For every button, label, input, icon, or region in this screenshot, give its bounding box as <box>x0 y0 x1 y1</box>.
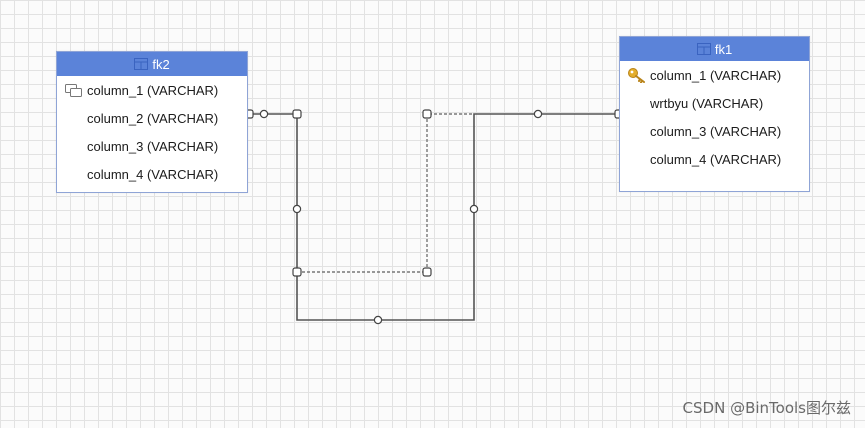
primary-key-icon <box>626 67 648 83</box>
table-fk2[interactable]: fk2 column_1 (VARCHAR) column_2 (VARCHAR… <box>56 51 248 193</box>
table-column-row[interactable]: column_4 (VARCHAR) <box>620 145 809 173</box>
table-column-row[interactable]: column_1 (VARCHAR) <box>57 76 247 104</box>
column-label: column_4 (VARCHAR) <box>650 151 782 167</box>
table-title: fk1 <box>714 41 733 57</box>
edge-bend-handle[interactable] <box>292 109 302 119</box>
table-column-row[interactable]: column_2 (VARCHAR) <box>57 104 247 132</box>
table-fk1[interactable]: fk1 column_1 (VARCHAR) wrtbyu (VARCHAR) … <box>619 36 810 192</box>
table-column-row[interactable]: column_3 (VARCHAR) <box>57 132 247 160</box>
fk-link-icon <box>63 82 85 98</box>
column-label: column_2 (VARCHAR) <box>87 110 219 126</box>
edge-midpoint-handle[interactable] <box>533 109 543 119</box>
table-header[interactable]: fk2 <box>57 52 247 76</box>
edge-midpoint-handle[interactable] <box>292 204 302 214</box>
column-label: column_4 (VARCHAR) <box>87 166 219 182</box>
table-title: fk2 <box>152 56 170 72</box>
column-label: column_1 (VARCHAR) <box>650 67 782 83</box>
relationship-line-dashed[interactable] <box>297 113 474 273</box>
edge-midpoint-handle[interactable] <box>469 204 479 214</box>
edge-bend-handle[interactable] <box>422 267 432 277</box>
relationship-line-solid[interactable] <box>248 113 619 321</box>
edge-bend-handle[interactable] <box>292 267 302 277</box>
table-header[interactable]: fk1 <box>620 37 809 61</box>
table-icon <box>134 58 149 70</box>
edge-midpoint-handle[interactable] <box>259 109 269 119</box>
column-label: column_3 (VARCHAR) <box>87 138 219 154</box>
column-label: column_1 (VARCHAR) <box>87 82 219 98</box>
table-column-row[interactable]: column_4 (VARCHAR) <box>57 160 247 188</box>
table-column-row[interactable]: column_3 (VARCHAR) <box>620 117 809 145</box>
table-column-row[interactable]: column_1 (VARCHAR) <box>620 61 809 89</box>
edge-bend-handle[interactable] <box>422 109 432 119</box>
column-label: column_3 (VARCHAR) <box>650 123 782 139</box>
watermark-text: CSDN @BinTools图尔兹 <box>682 399 851 417</box>
column-label: wrtbyu (VARCHAR) <box>650 95 764 111</box>
edge-midpoint-handle[interactable] <box>373 315 383 325</box>
table-icon <box>696 43 711 55</box>
table-column-row[interactable]: wrtbyu (VARCHAR) <box>620 89 809 117</box>
